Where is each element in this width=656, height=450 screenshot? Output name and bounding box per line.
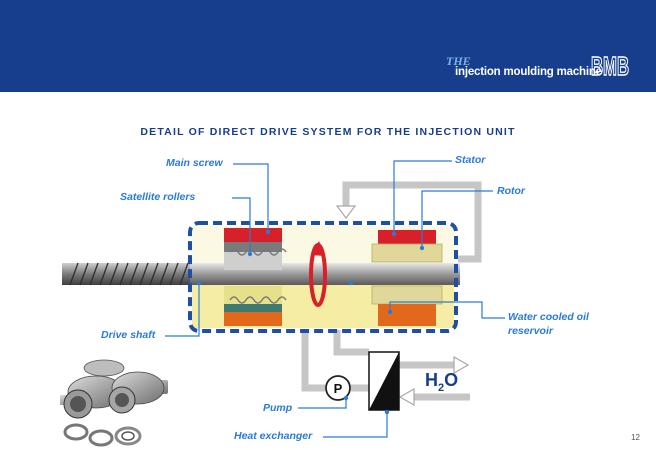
water-in-arrow xyxy=(398,387,415,407)
label-pump: Pump xyxy=(263,402,293,414)
tagline-prefix: THE xyxy=(446,54,471,68)
stator-bottom xyxy=(378,304,436,326)
label-main-screw: Main screw xyxy=(166,157,223,169)
label-rotor: Rotor xyxy=(497,185,525,197)
rotation-arrow xyxy=(309,241,327,307)
label-drive-shaft: Drive shaft xyxy=(101,329,156,341)
oil-circuit-pipe xyxy=(301,330,369,392)
return-pipe xyxy=(342,181,482,263)
rotor-bottom xyxy=(371,285,443,305)
leader-lines xyxy=(165,160,505,438)
bmb-logo: BMB xyxy=(590,50,629,80)
housing-outline xyxy=(188,221,458,333)
label-water-cooled: Water cooled oil xyxy=(508,311,589,323)
return-pipe-arrow xyxy=(335,205,357,219)
heat-exchanger xyxy=(368,351,400,411)
page-number: 12 xyxy=(631,433,640,442)
header-bar: THE injection moulding machine BMB xyxy=(0,0,656,92)
logo-text: BMB xyxy=(591,51,629,80)
water-out-arrow xyxy=(453,355,470,375)
motor xyxy=(371,230,443,326)
rotor-top xyxy=(371,243,443,263)
label-heat-exchanger: Heat exchanger xyxy=(234,430,313,442)
pump-letter: P xyxy=(334,381,343,396)
label-reservoir: reservoir xyxy=(508,325,553,337)
label-stator: Stator xyxy=(455,154,486,166)
main-screw xyxy=(62,262,190,286)
pump-symbol xyxy=(325,375,351,401)
leader-dots xyxy=(196,229,425,415)
diagram-title: DETAIL OF DIRECT DRIVE SYSTEM FOR THE IN… xyxy=(140,126,516,138)
tagline: injection moulding machine xyxy=(455,66,602,78)
screw-assembly-photo xyxy=(60,359,168,447)
h2o-label: H2O xyxy=(425,370,458,394)
label-satellite-rollers: Satellite rollers xyxy=(120,191,196,203)
